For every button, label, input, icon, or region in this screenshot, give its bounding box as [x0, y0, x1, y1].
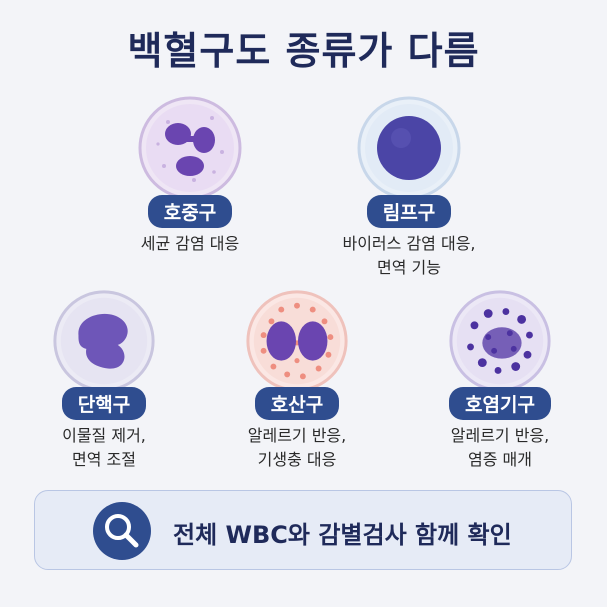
cell-card-basophil: 호염기구 알레르기 반응, 염증 매개 [400, 286, 600, 472]
cell-card-lymphocyte: 림프구 바이러스 감염 대응, 면역 기능 [309, 92, 509, 280]
cell-description-line: 면역 조절 [72, 450, 136, 469]
cell-description-line: 기생충 대응 [257, 450, 337, 469]
cell-name-badge: 호염기구 [449, 387, 551, 420]
neutrophil-cell-image [138, 96, 242, 200]
cell-name-badge: 호산구 [254, 387, 340, 420]
banner-text: 전체 WBC와 감별검사 함께 확인 [173, 521, 512, 549]
cell-description-line: 알레르기 반응, [247, 426, 347, 445]
cell-description: 이물질 제거, 면역 조절 [4, 424, 204, 472]
cell-description-line: 세균 감염 대응 [140, 234, 240, 253]
check-wbc-banner: 전체 WBC와 감별검사 함께 확인 [34, 490, 572, 570]
cell-card-neutrophil: 호중구 세균 감염 대응 [90, 92, 290, 256]
cell-name-badge: 림프구 [366, 195, 452, 228]
search-icon [93, 502, 151, 560]
cell-description-line: 이물질 제거, [62, 426, 146, 445]
cell-card-monocyte: 단핵구 이물질 제거, 면역 조절 [4, 286, 204, 472]
cell-description: 알레르기 반응, 염증 매개 [400, 424, 600, 472]
cell-card-eosinophil: 호산구 알레르기 반응, 기생충 대응 [197, 286, 397, 472]
eosinophil-cell-image [246, 290, 348, 392]
cell-description-line: 염증 매개 [468, 450, 532, 469]
cell-description: 바이러스 감염 대응, 면역 기능 [309, 232, 509, 280]
cell-description-line: 알레르기 반응, [450, 426, 550, 445]
cell-description: 세균 감염 대응 [90, 232, 290, 256]
cell-description-line: 바이러스 감염 대응, [342, 234, 476, 253]
cell-description: 알레르기 반응, 기생충 대응 [197, 424, 397, 472]
basophil-cell-image [449, 290, 551, 392]
monocyte-cell-image [53, 290, 155, 392]
cell-description-line: 면역 기능 [377, 258, 441, 277]
cell-name-badge: 단핵구 [61, 387, 147, 420]
cell-name-badge: 호중구 [147, 195, 233, 228]
lymphocyte-cell-image [357, 96, 461, 200]
page-title: 백혈구도 종류가 다름 [127, 29, 480, 73]
